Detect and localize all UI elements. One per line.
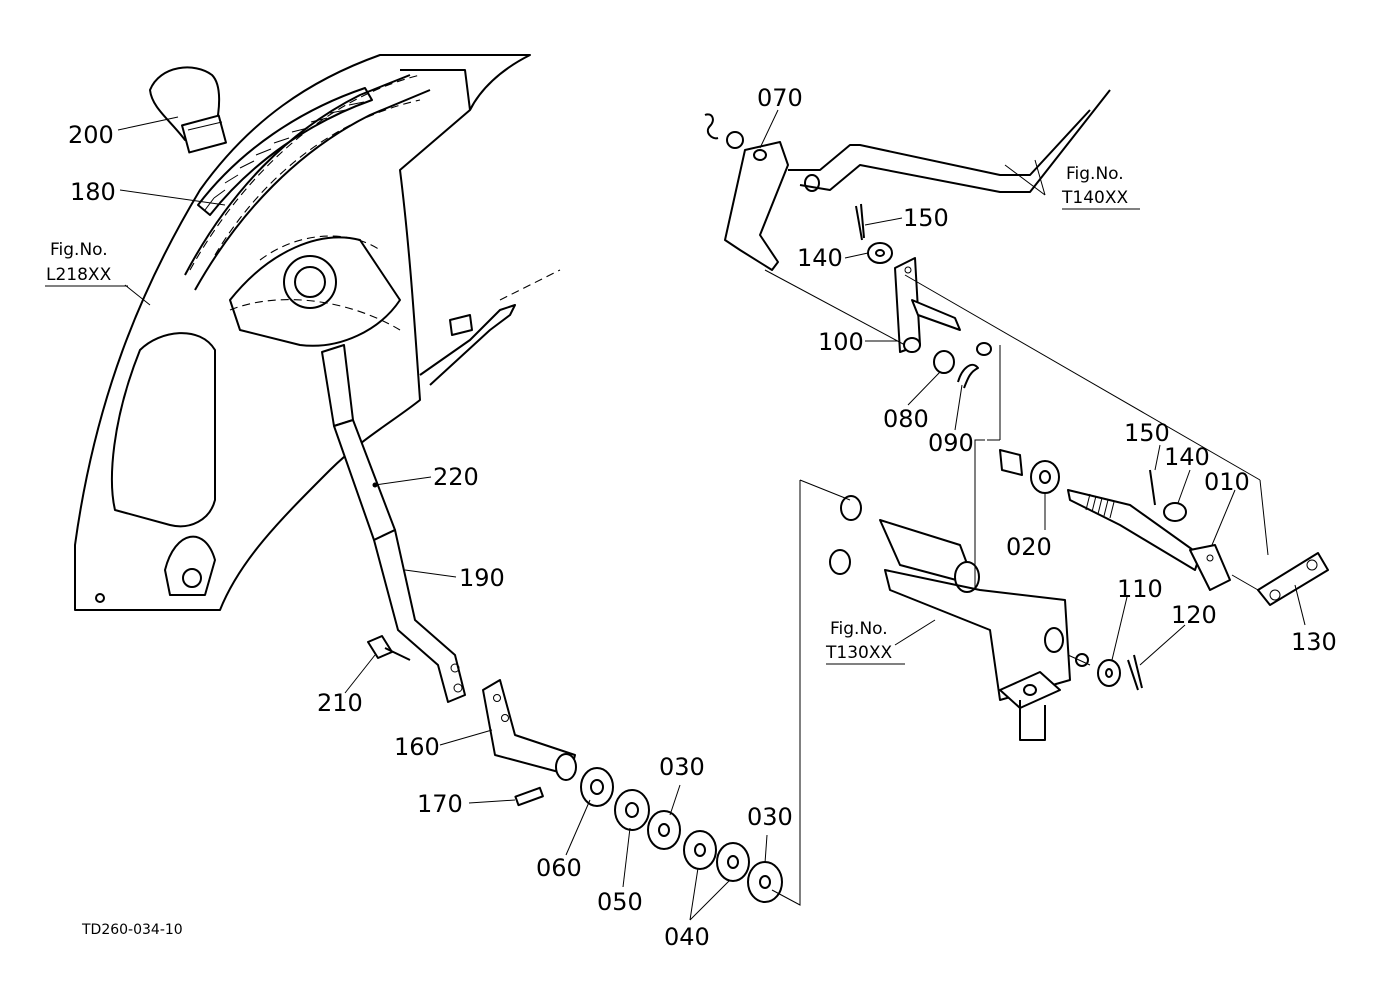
housing-t130 [829, 495, 1071, 741]
callout-150-a: 150 [903, 204, 949, 232]
callout-030-a: 030 [659, 753, 705, 781]
fig-ref-l218-label: Fig.No. [50, 240, 108, 260]
fig-ref-t130: Fig.No. T130XX [825, 619, 892, 663]
callout-140-b: 140 [1164, 443, 1210, 471]
callout-080: 080 [883, 405, 929, 433]
callout-020: 020 [1006, 533, 1052, 561]
leader-lines [117, 109, 1306, 921]
callout-010: 010 [1204, 468, 1250, 496]
callout-030-b: 030 [747, 803, 793, 831]
bolt-210 [367, 635, 411, 661]
pin-170 [514, 786, 544, 807]
callout-220: 220 [433, 463, 479, 491]
callout-100: 100 [818, 328, 864, 356]
diagram-code: TD260-034-10 [81, 922, 183, 938]
pin-washer-top [855, 203, 893, 264]
fender-drawing [74, 54, 561, 611]
callout-210: 210 [317, 689, 363, 717]
callout-060: 060 [536, 854, 582, 882]
callout-190: 190 [459, 564, 505, 592]
arm-160 [482, 679, 577, 781]
fig-ref-t130-label: Fig.No. [830, 619, 888, 639]
fig-ref-l218: Fig.No. L218XX [46, 240, 112, 285]
callout-labels: 200 180 220 190 210 160 170 060 050 030 … [68, 84, 1337, 951]
callout-050: 050 [597, 888, 643, 916]
quadrant-hatch [204, 101, 365, 211]
callout-180: 180 [70, 178, 116, 206]
callout-170: 170 [417, 790, 463, 818]
lever-arm [321, 344, 466, 703]
fig-ref-t130-code: T130XX [825, 643, 892, 663]
lever-grip-200 [149, 66, 227, 154]
rod-070 [704, 89, 1111, 271]
reference-lines [764, 269, 1269, 906]
callout-200: 200 [68, 121, 114, 149]
fig-ref-l218-code: L218XX [46, 265, 112, 285]
callout-140-a: 140 [797, 244, 843, 272]
callout-130: 130 [1291, 628, 1337, 656]
shaft-010 [999, 449, 1231, 591]
callout-160: 160 [394, 733, 440, 761]
fig-ref-t140: Fig.No. T140XX [1061, 164, 1128, 208]
callout-110: 110 [1117, 575, 1163, 603]
callout-070: 070 [757, 84, 803, 112]
bracket-100 [894, 257, 992, 389]
callout-090: 090 [928, 429, 974, 457]
callout-120: 120 [1171, 601, 1217, 629]
callout-040: 040 [664, 923, 710, 951]
washer-pin-110-120 [1075, 653, 1143, 691]
shaft-thread [1085, 493, 1115, 519]
callout-150-b: 150 [1124, 419, 1170, 447]
fig-ref-t140-label: Fig.No. [1066, 164, 1124, 184]
washer-stack [580, 767, 783, 903]
link-130 [1257, 552, 1329, 606]
fig-ref-t140-code: T140XX [1061, 188, 1128, 208]
